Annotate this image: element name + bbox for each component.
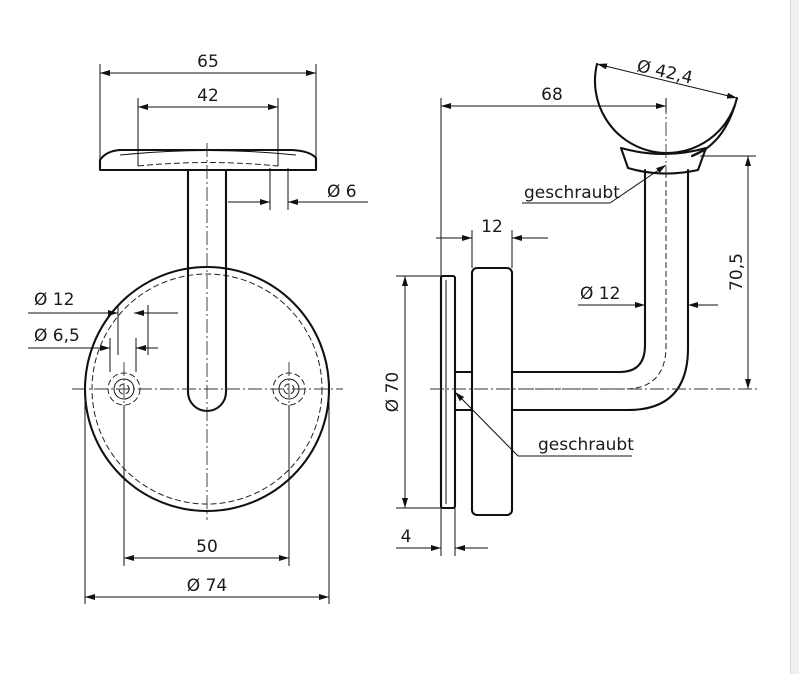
dim-line-42-4 [596,63,738,99]
dim-hole-diameter: Ø 6,5 [34,326,80,346]
dim-hole-spacing: 50 [196,537,218,557]
note-screwed-bottom: geschraubt [538,435,634,455]
front-view: 65 42 Ø 6 Ø 12 Ø 6,5 50 Ø 74 [28,52,368,604]
saddle [98,148,318,172]
side-view: 68 Ø 42,4 12 Ø 12 70,5 Ø 70 4 geschraubt [383,56,760,556]
dim-height: 70,5 [727,253,747,291]
dim-plate-diameter: Ø 74 [187,576,227,596]
dim-front-saddle-width: 42 [197,86,219,106]
rosette-thin [439,274,457,510]
dim-thickness-step: 12 [481,217,503,237]
dim-reach: 68 [541,85,563,105]
dim-rosette-diameter: Ø 70 [383,372,403,412]
saddle-hidden-curve [137,162,279,167]
right-scroll-edge [790,0,799,674]
dim-front-width: 65 [197,52,219,72]
dim-rail-diameter: Ø 42,4 [635,56,695,88]
side-saddle [619,146,708,175]
bent-rod [510,168,647,374]
leader-screwed-bottom [454,391,519,457]
rosette-thick [470,266,514,517]
dim-rod-diameter: Ø 12 [580,284,620,304]
dim-bore-diameter: Ø 12 [34,290,74,310]
saddle-inner-curve [119,150,297,156]
dim-rosette-thickness: 4 [401,527,412,547]
leader-screwed-top [609,164,667,204]
spacer [453,370,474,412]
rail-section [593,62,739,158]
dim-pin-diameter: Ø 6 [327,182,357,202]
note-screwed-top: geschraubt [524,183,620,203]
